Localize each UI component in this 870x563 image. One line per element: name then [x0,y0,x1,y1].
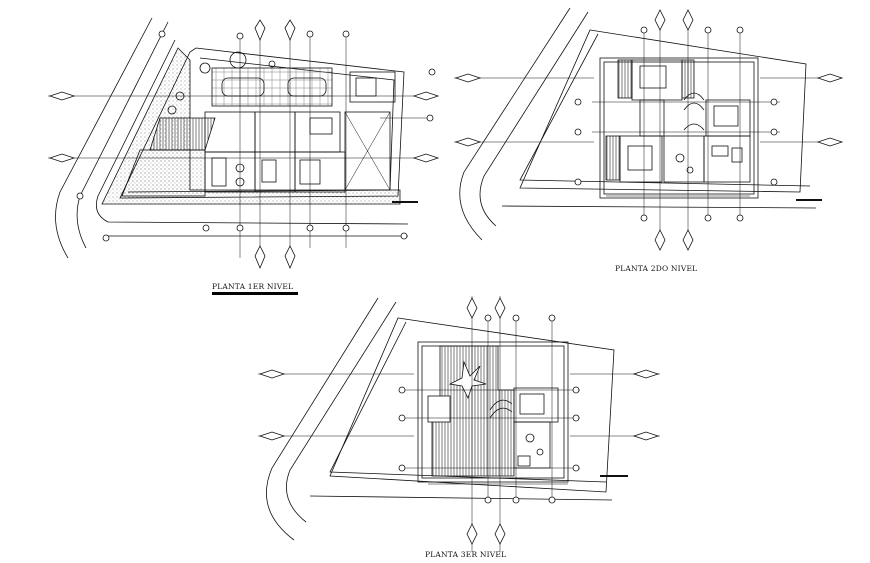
plan-1-label-underline [212,292,298,295]
plan-first-floor [48,17,440,270]
plan-3-label: PLANTA 3ER NIVEL [425,550,507,559]
plan-1-label: PLANTA 1ER NIVEL [212,282,294,291]
plan-third-floor [258,296,660,552]
plan-second-floor [454,7,844,251]
plan-2-label: PLANTA 2DO NIVEL [615,264,698,273]
